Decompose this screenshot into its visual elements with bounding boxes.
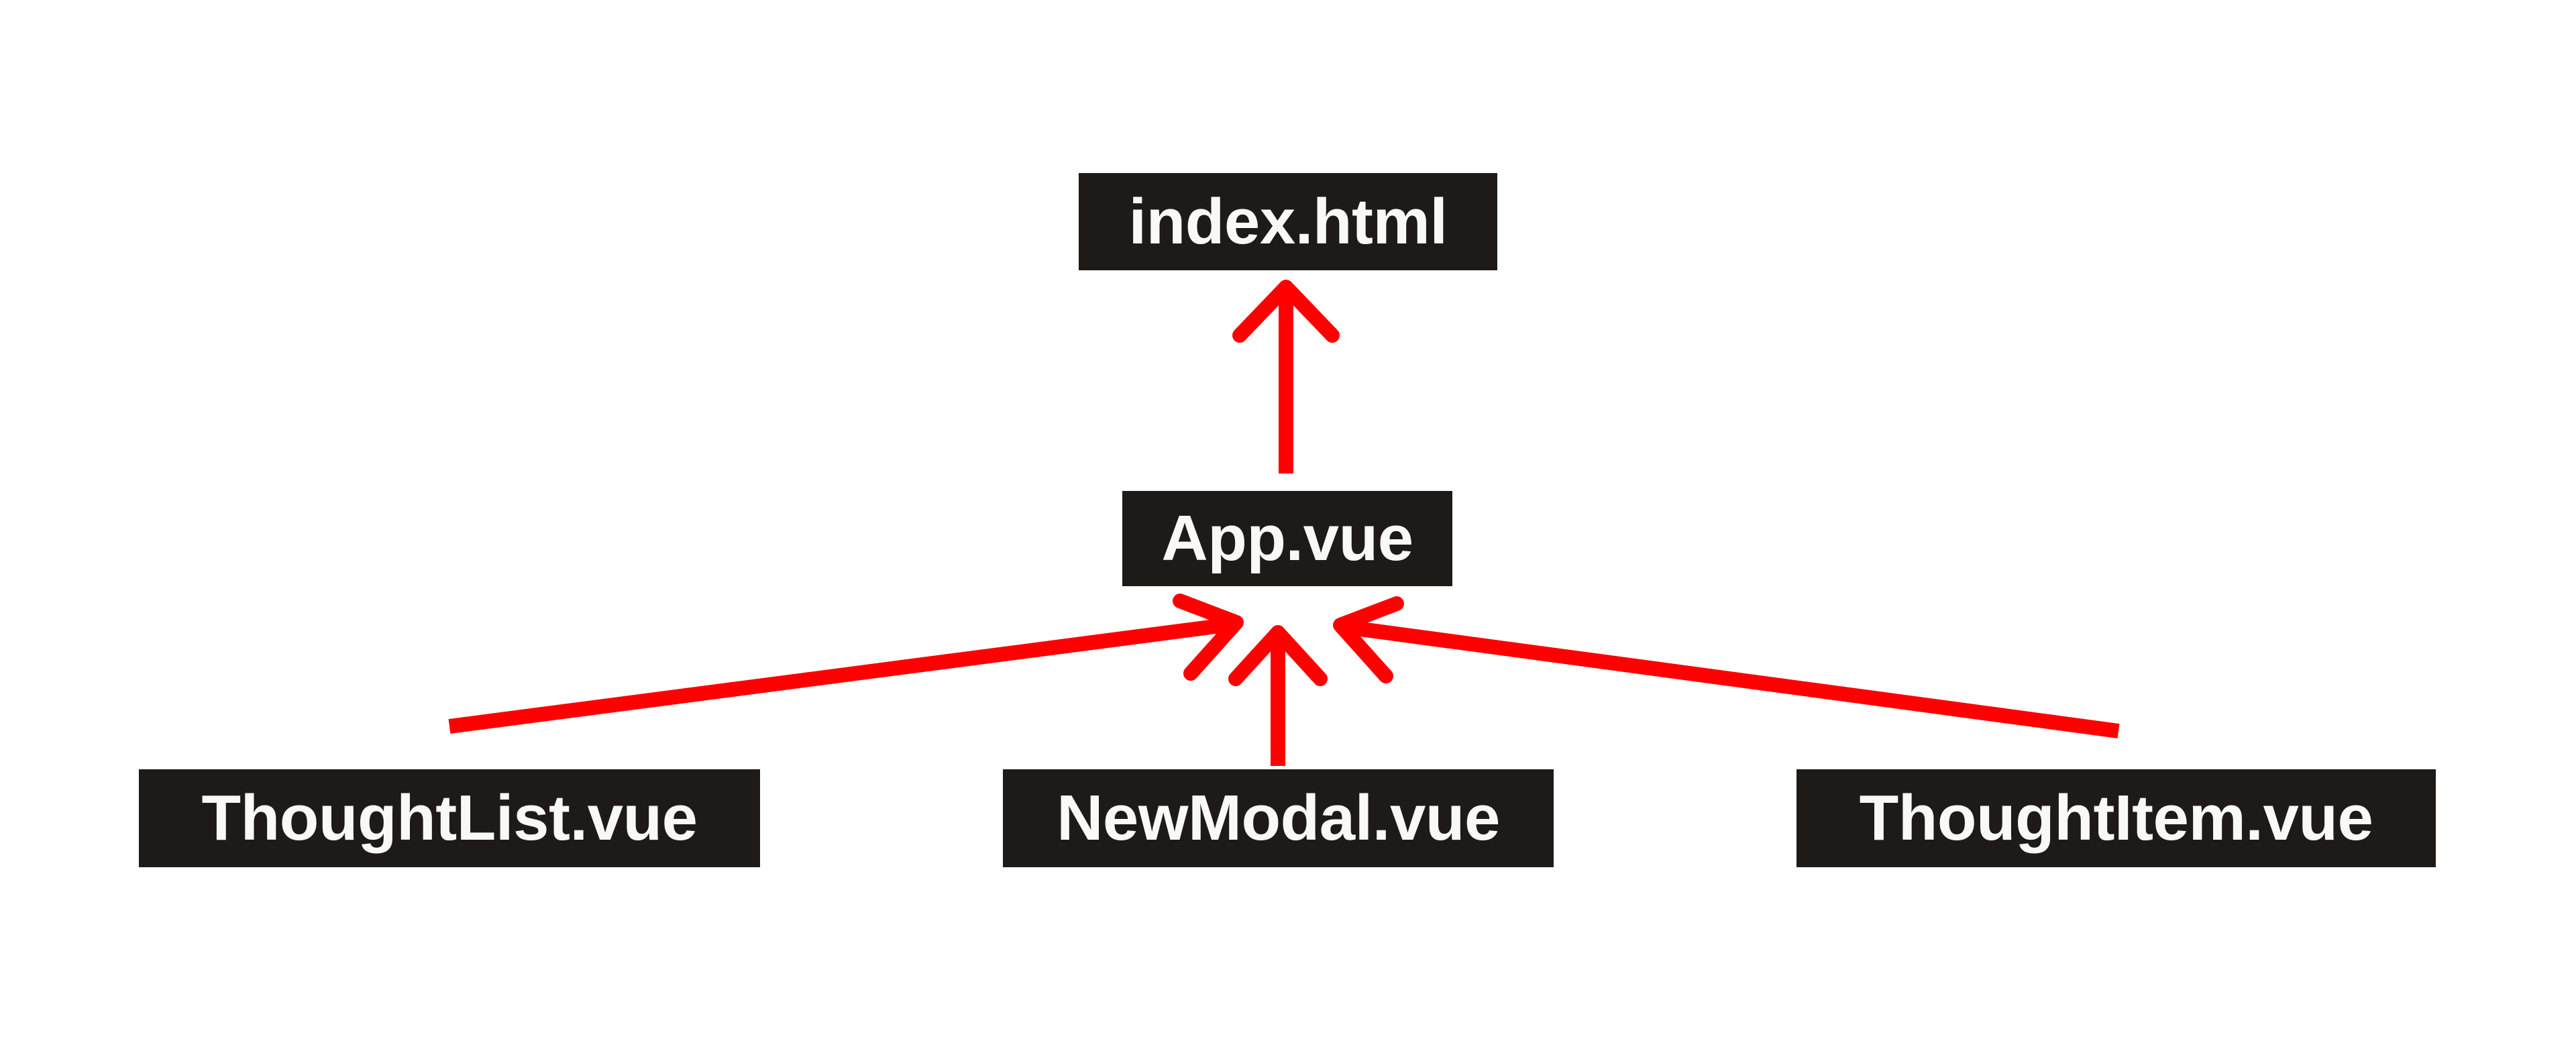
node-label-app-vue: App.vue	[1161, 502, 1413, 574]
node-label-thoughtitem-vue: ThoughtItem.vue	[1859, 782, 2373, 854]
node-newmodal-vue[interactable]: NewModal.vue	[1003, 769, 1554, 867]
node-thoughtitem-vue[interactable]: ThoughtItem.vue	[1796, 769, 2436, 867]
edge-thoughtlist-to-app	[448, 594, 1244, 734]
node-index-html[interactable]: index.html	[1079, 173, 1497, 270]
node-thoughtlist-vue[interactable]: ThoughtList.vue	[139, 769, 760, 867]
edge-newmodal-to-app	[1228, 625, 1328, 766]
edge-thoughtitem-to-app	[1333, 596, 2120, 738]
node-label-index-html: index.html	[1128, 185, 1448, 258]
edge-app-to-index	[1232, 280, 1340, 474]
node-label-thoughtlist-vue: ThoughtList.vue	[201, 782, 698, 854]
node-label-newmodal-vue: NewModal.vue	[1057, 782, 1500, 854]
node-app-vue[interactable]: App.vue	[1122, 491, 1452, 586]
